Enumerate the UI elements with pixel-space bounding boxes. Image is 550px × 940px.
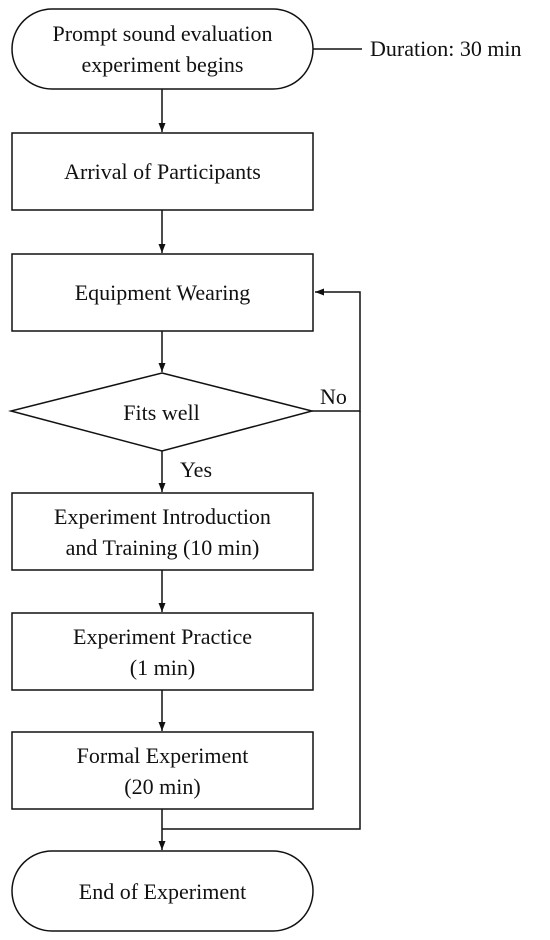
end-terminal-label: End of Experiment bbox=[78, 878, 247, 904]
decision-node: Fits well bbox=[11, 373, 312, 451]
no-branch-label: No bbox=[320, 384, 347, 409]
formal-step: Formal Experiment (20 min) bbox=[12, 732, 313, 809]
introduction-box-shape bbox=[11, 492, 314, 571]
introduction-step: Experiment Introduction and Training (10… bbox=[12, 493, 313, 570]
start-terminal: Prompt sound evaluation experiment begin… bbox=[12, 9, 313, 89]
practice-step: Experiment Practice (1 min) bbox=[12, 613, 313, 690]
practice-box-shape bbox=[11, 612, 314, 691]
arrival-step: Arrival of Participants bbox=[12, 133, 313, 210]
start-terminal-label: Prompt sound evaluation experiment begin… bbox=[52, 21, 273, 77]
arrival-box-shape bbox=[11, 132, 314, 211]
decision-node-label: Fits well bbox=[123, 399, 200, 425]
equipment-step-label: Equipment Wearing bbox=[74, 280, 251, 305]
end-terminal: End of Experiment bbox=[12, 851, 313, 931]
end-terminal-shape bbox=[11, 850, 314, 932]
practice-step-label: Experiment Practice (1 min) bbox=[73, 623, 252, 680]
formal-box-shape bbox=[11, 731, 314, 810]
arrival-step-label: Arrival of Participants bbox=[64, 159, 261, 184]
loop-return-line bbox=[162, 411, 361, 830]
introduction-step-label: Experiment Introduction and Training (10… bbox=[54, 503, 271, 560]
formal-step-label: Formal Experiment (20 min) bbox=[76, 742, 249, 799]
duration-annotation: Duration: 30 min bbox=[370, 36, 522, 61]
equipment-box-shape bbox=[11, 253, 314, 332]
equipment-step: Equipment Wearing bbox=[12, 254, 313, 331]
no-feedback-arrow bbox=[312, 288, 361, 412]
yes-branch-label: Yes bbox=[180, 457, 213, 482]
